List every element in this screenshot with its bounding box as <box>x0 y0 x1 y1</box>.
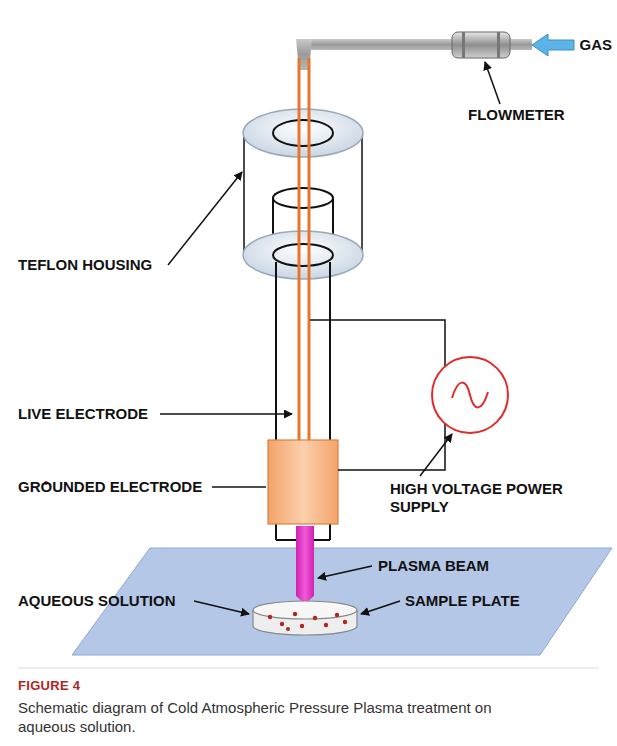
plasma-beam <box>296 526 314 604</box>
power-supply-symbol <box>432 357 508 433</box>
housing-opening <box>273 120 333 146</box>
part-label: AQUEOUS SOLUTION <box>18 592 176 610</box>
live-electrode-wire <box>298 58 301 470</box>
part-label: PLASMA BEAM <box>378 557 489 575</box>
housing-wall <box>361 133 363 255</box>
gas-arrow <box>532 34 574 56</box>
housing-base <box>243 231 363 279</box>
caption-rule <box>18 668 599 669</box>
part-label: LIVE ELECTRODE <box>18 405 148 423</box>
flowmeter-ring <box>462 32 465 58</box>
inner-cylinder-top <box>273 188 333 208</box>
part-label: TEFLON HOUSING <box>18 256 152 274</box>
particles <box>268 612 347 631</box>
live-electrode-wire <box>308 58 311 470</box>
housing-opening <box>273 244 333 266</box>
gas-label: GAS <box>579 36 612 54</box>
leader-lines <box>160 62 500 614</box>
part-label: HIGH VOLTAGE POWER SUPPLY <box>390 480 595 516</box>
part-label: FLOWMETER <box>468 106 565 124</box>
housing-wall <box>243 133 245 255</box>
grounded-electrode <box>268 440 338 524</box>
sine-symbol <box>452 383 488 408</box>
part-label: SAMPLE PLATE <box>405 592 520 610</box>
figure-number: FIGURE 4 <box>18 678 80 693</box>
part-label: GROUNDED ELECTRODE <box>18 478 202 496</box>
supply-wire <box>310 320 445 366</box>
flowmeter-ring <box>497 32 500 58</box>
figure-caption: Schematic diagram of Cold Atmospheric Pr… <box>18 698 508 736</box>
housing-cap <box>243 109 363 157</box>
flowmeter-body <box>452 32 510 58</box>
sample-dish-rim <box>253 601 357 619</box>
